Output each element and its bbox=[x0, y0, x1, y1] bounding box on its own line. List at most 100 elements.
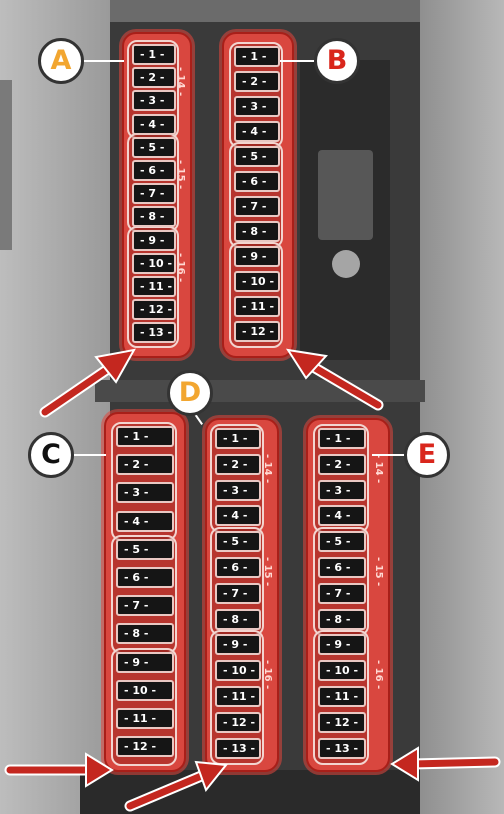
fuse-block-d: - 1 -- 2 -- 3 -- 4 -- 5 -- 6 -- 7 -- 8 -… bbox=[205, 418, 279, 772]
fuse-number: - 9 - bbox=[223, 638, 248, 652]
badge-b-label: B bbox=[326, 45, 348, 76]
fuse-slot: - 13 - bbox=[215, 737, 261, 759]
fuse-number: - 1 - bbox=[140, 48, 165, 61]
fuse-number: - 11 - bbox=[326, 690, 359, 703]
leader-line-b bbox=[280, 60, 316, 62]
fuse-number: - 8 - bbox=[223, 612, 248, 626]
fuse-slot: - 6 - bbox=[318, 557, 366, 578]
fuse-number: - 3 - bbox=[124, 486, 149, 500]
fuse-slot: - 13 - bbox=[318, 737, 366, 759]
fuse-number: - 9 - bbox=[326, 638, 351, 652]
fuse-slot: - 7 - bbox=[234, 196, 280, 217]
fuse-slot: - 4 - bbox=[215, 505, 261, 527]
fuse-number: - 6 - bbox=[242, 175, 267, 188]
badge-c: C bbox=[28, 432, 74, 478]
fuse-number: - 6 - bbox=[124, 571, 149, 584]
fuse-number: - 2 - bbox=[242, 75, 267, 88]
side-fuse-label: - 16 - bbox=[262, 660, 273, 690]
fuse-number: - 3 - bbox=[223, 483, 248, 497]
fuse-number: - 7 - bbox=[140, 187, 165, 201]
fuse-number: - 12 - bbox=[326, 715, 359, 729]
fuse-number: - 7 - bbox=[242, 200, 267, 213]
fuse-number: - 5 - bbox=[124, 542, 149, 556]
badge-b: B bbox=[314, 38, 360, 84]
side-fuse-label: - 15 - bbox=[175, 160, 186, 190]
fuse-slot: - 1 - bbox=[234, 46, 280, 67]
fuse-slot: - 1 - bbox=[116, 426, 174, 447]
fuse-number: - 4 - bbox=[124, 514, 149, 528]
badge-d: D bbox=[167, 370, 213, 416]
fuse-number: - 12 - bbox=[223, 715, 256, 729]
fuse-slot: - 2 - bbox=[318, 453, 366, 475]
fuse-slot: - 1 - bbox=[318, 428, 366, 449]
fuse-number: - 6 - bbox=[140, 164, 165, 177]
leader-line-e bbox=[372, 454, 406, 456]
side-fuse-label: - 16 - bbox=[373, 660, 384, 690]
fuse-number: - 6 - bbox=[223, 561, 248, 574]
fuse-slot: - 5 - bbox=[234, 146, 280, 167]
fuse-slot: - 6 - bbox=[132, 160, 176, 181]
fuse-slot: - 5 - bbox=[132, 136, 176, 158]
fuse-number: - 13 - bbox=[326, 741, 359, 755]
fuse-number: - 10 - bbox=[242, 275, 275, 288]
fuse-block-e: - 1 -- 2 -- 3 -- 4 -- 5 -- 6 -- 7 -- 8 -… bbox=[306, 418, 390, 772]
fuse-slot: - 11 - bbox=[318, 686, 366, 707]
fuse-slot: - 5 - bbox=[215, 531, 261, 553]
fuse-number: - 3 - bbox=[140, 94, 165, 108]
fuse-number: - 10 - bbox=[326, 664, 359, 678]
fuse-number: - 10 - bbox=[223, 664, 256, 678]
badge-a-label: A bbox=[50, 45, 72, 76]
badge-e: E bbox=[404, 432, 450, 478]
fuse-number: - 1 - bbox=[242, 50, 267, 63]
fuse-number: - 9 - bbox=[140, 233, 165, 247]
fuse-number: - 12 - bbox=[124, 740, 157, 754]
fuse-number: - 5 - bbox=[140, 140, 165, 154]
fuse-number: - 11 - bbox=[223, 690, 256, 703]
fuse-number: - 2 - bbox=[326, 457, 351, 471]
fuse-slot: - 6 - bbox=[116, 567, 174, 588]
fuse-number: - 11 - bbox=[140, 280, 173, 293]
fuse-number: - 9 - bbox=[242, 250, 267, 263]
fuse-number: - 8 - bbox=[124, 627, 149, 641]
fuse-slot: - 7 - bbox=[116, 595, 174, 617]
fuse-slot: - 4 - bbox=[116, 510, 174, 532]
fuse-number: - 10 - bbox=[140, 256, 173, 270]
fuse-slot: - 10 - bbox=[234, 271, 280, 292]
fuse-slot: - 9 - bbox=[215, 634, 261, 656]
fuse-number: - 4 - bbox=[223, 509, 248, 523]
fuse-number: - 8 - bbox=[326, 612, 351, 626]
side-fuse-label: - 16 - bbox=[175, 252, 186, 282]
fuse-slot: - 9 - bbox=[234, 246, 280, 267]
fuse-number: - 5 - bbox=[223, 535, 248, 549]
fuse-number: - 2 - bbox=[140, 71, 165, 85]
fuse-slot: - 3 - bbox=[234, 96, 280, 117]
left-panel-edge bbox=[0, 80, 12, 250]
fuse-block-a: - 1 -- 2 -- 3 -- 4 -- 5 -- 6 -- 7 -- 8 -… bbox=[122, 32, 192, 358]
fuse-slot: - 9 - bbox=[132, 229, 176, 251]
fuse-block-c: - 1 -- 2 -- 3 -- 4 -- 5 -- 6 -- 7 -- 8 -… bbox=[104, 412, 186, 772]
fuse-slot: - 10 - bbox=[132, 252, 176, 274]
fuse-number: - 1 - bbox=[326, 432, 351, 445]
leader-line-c bbox=[72, 454, 106, 456]
fuse-number: - 5 - bbox=[326, 535, 351, 549]
fuse-number: - 7 - bbox=[223, 586, 248, 600]
fuse-slot: - 12 - bbox=[116, 736, 174, 758]
fuse-number: - 10 - bbox=[124, 683, 157, 697]
fuse-slot: - 11 - bbox=[116, 708, 174, 729]
screw bbox=[332, 250, 360, 278]
fuse-slot: - 7 - bbox=[132, 183, 176, 205]
fuse-slot: - 1 - bbox=[215, 428, 261, 449]
fuse-number: - 4 - bbox=[326, 509, 351, 523]
fuse-slot: - 12 - bbox=[215, 711, 261, 733]
fuse-slot: - 8 - bbox=[215, 608, 261, 630]
fuse-slot: - 3 - bbox=[215, 479, 261, 501]
fuse-slot: - 8 - bbox=[132, 206, 176, 228]
fuse-slot: - 8 - bbox=[318, 608, 366, 630]
fuse-number: - 12 - bbox=[140, 303, 173, 317]
fuse-slot: - 11 - bbox=[215, 686, 261, 707]
fuse-slot: - 8 - bbox=[234, 221, 280, 242]
fuse-number: - 1 - bbox=[223, 432, 248, 445]
top-panel bbox=[110, 0, 420, 22]
fuse-number: - 5 - bbox=[242, 150, 267, 163]
